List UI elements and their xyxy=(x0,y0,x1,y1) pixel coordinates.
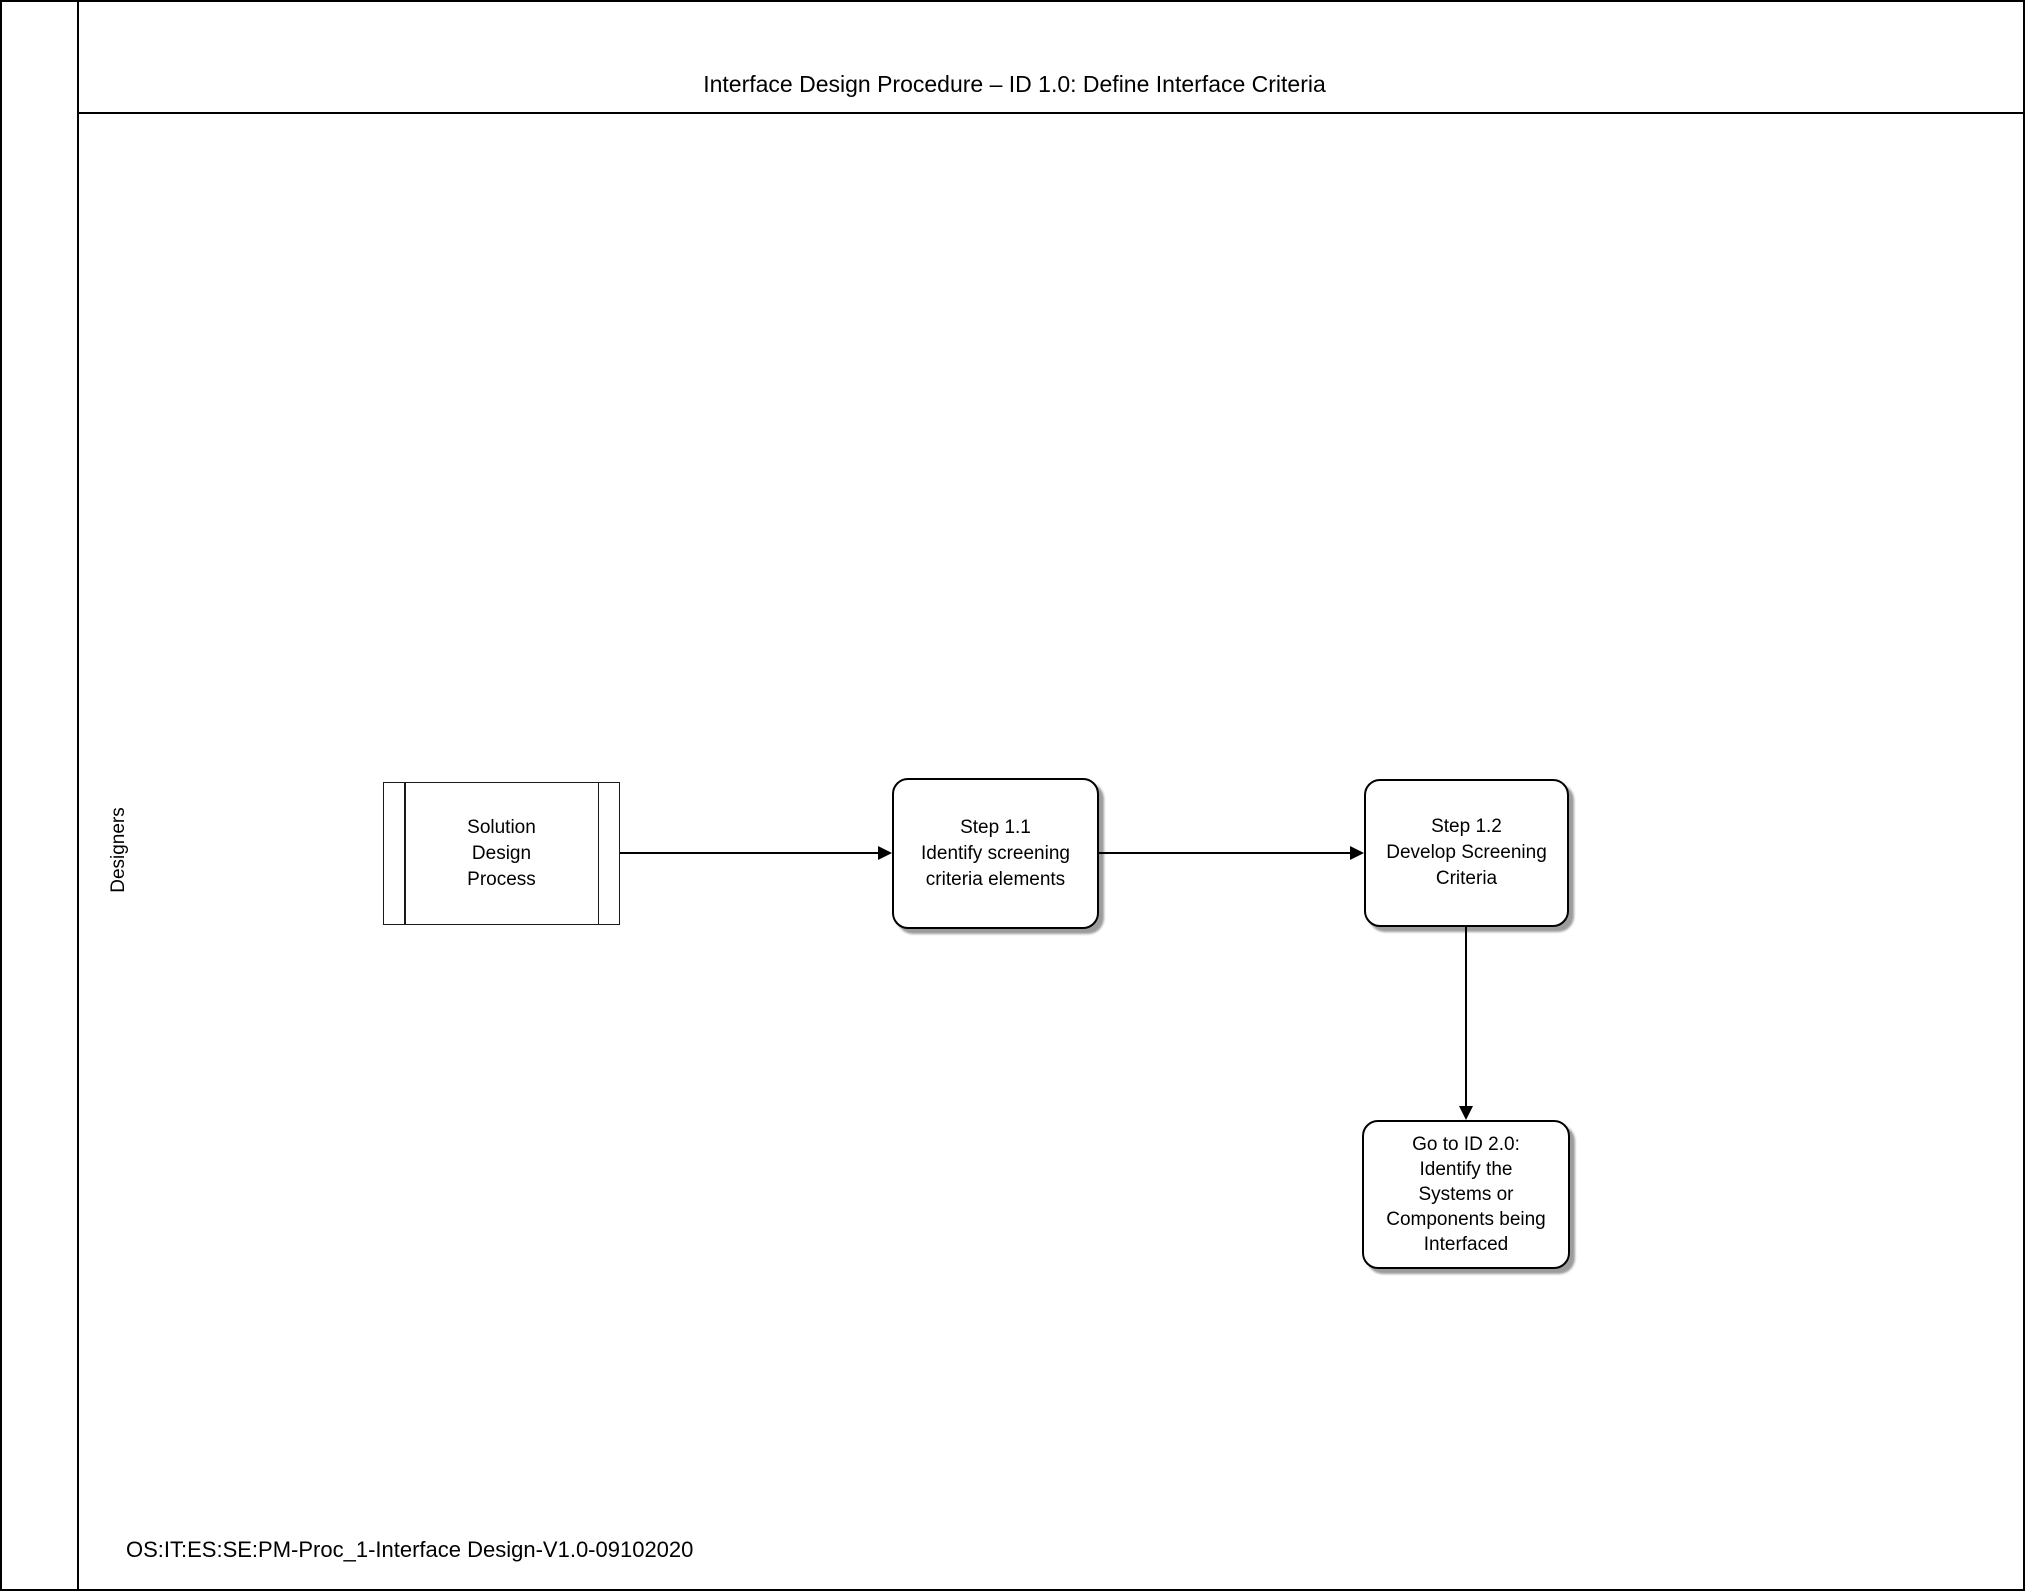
node-goto-id-2-0-label: Go to ID 2.0: Identify the Systems or Co… xyxy=(1386,1134,1546,1255)
predefined-process-right-bar xyxy=(597,783,599,924)
diagram-title: Interface Design Procedure – ID 1.0: Def… xyxy=(703,71,1326,97)
node-step-1-1: Step 1.1 Identify screening criteria ele… xyxy=(892,778,1099,929)
connector-solution-to-step11 xyxy=(620,852,879,854)
title-band-divider xyxy=(77,112,2023,114)
connector-step11-to-step12 xyxy=(1099,852,1351,854)
lane-label-designers: Designers xyxy=(108,807,129,893)
connector-step12-to-goto xyxy=(1465,927,1467,1107)
arrowhead-icon xyxy=(1350,846,1364,860)
node-solution-design-process: Solution Design Process xyxy=(383,782,620,925)
node-step-1-2: Step 1.2 Develop Screening Criteria xyxy=(1364,779,1569,927)
node-step-1-2-label: Step 1.2 Develop Screening Criteria xyxy=(1386,816,1547,889)
arrowhead-icon xyxy=(1459,1106,1473,1120)
document-id: OS:IT:ES:SE:PM-Proc_1-Interface Design-V… xyxy=(126,1537,694,1562)
node-solution-design-process-label: Solution Design Process xyxy=(467,816,536,890)
predefined-process-left-bar xyxy=(404,783,406,924)
node-goto-id-2-0: Go to ID 2.0: Identify the Systems or Co… xyxy=(1362,1120,1570,1269)
margin-column-divider xyxy=(77,2,79,1589)
node-step-1-1-label: Step 1.1 Identify screening criteria ele… xyxy=(921,816,1070,890)
arrowhead-icon xyxy=(878,846,892,860)
